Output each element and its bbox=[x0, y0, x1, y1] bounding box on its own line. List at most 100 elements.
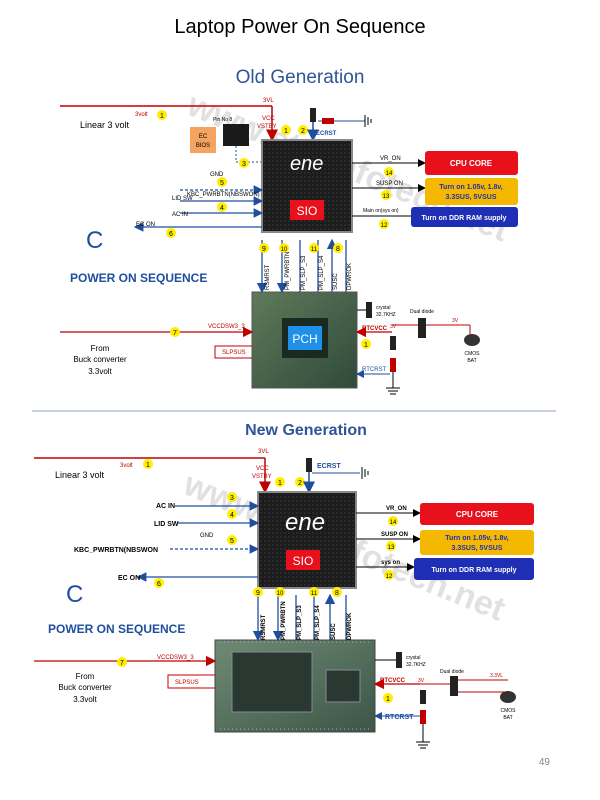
new-crystal-label: crystal bbox=[406, 655, 420, 661]
new-badge-10: 10 bbox=[275, 587, 285, 597]
new-rtc-res bbox=[420, 710, 426, 724]
new-ene-logo: ene bbox=[285, 509, 325, 536]
old-ene-logo: ene bbox=[290, 153, 323, 175]
old-from-label: From bbox=[91, 344, 110, 353]
svg-text:11: 11 bbox=[311, 247, 318, 253]
svg-text:1: 1 bbox=[146, 462, 150, 469]
old-vcc-label: VCC bbox=[262, 116, 275, 122]
old-badge-2: 2 bbox=[298, 125, 308, 135]
new-kbc-label: KBC_PWRBTN(NBSWON bbox=[74, 547, 158, 554]
old-crystal-label: crystal bbox=[376, 305, 390, 311]
new-ecrst-label: ECRST bbox=[317, 463, 341, 470]
old-rtc-cap bbox=[390, 336, 396, 350]
old-badge-10: 10 bbox=[279, 243, 289, 253]
svg-text:10: 10 bbox=[281, 247, 288, 253]
new-heading: New Generation bbox=[245, 422, 367, 439]
new-cmos-battery-icon bbox=[500, 691, 516, 703]
new-rtc-cap bbox=[420, 690, 426, 704]
old-econ-label: EC ON bbox=[136, 222, 155, 228]
old-rtcvcc-label: RTCVCC bbox=[362, 326, 388, 332]
old-pwrbtn-label: PM_PWRBTN bbox=[285, 252, 291, 290]
old-resistor bbox=[322, 118, 334, 124]
new-33vl-label: 3.3VL bbox=[490, 673, 503, 679]
svg-text:8: 8 bbox=[336, 246, 340, 253]
old-badge-13: 13 bbox=[381, 190, 391, 200]
old-slps3-label: PM_SLP_S3 bbox=[301, 255, 307, 290]
old-cpu-core-box bbox=[425, 151, 518, 175]
old-badge-7: 7 bbox=[170, 327, 180, 337]
old-pin8-label: Pin No 8 bbox=[213, 117, 232, 123]
old-bat-label: BAT bbox=[467, 358, 476, 364]
old-power-on-sequence: POWER ON SEQUENCE bbox=[70, 271, 207, 285]
old-kbc-label: KBC_PWRBTN(NBSWON) bbox=[187, 192, 260, 198]
old-ec-bios-box bbox=[190, 127, 216, 153]
old-vr-on-label: VR_ON bbox=[380, 156, 401, 162]
new-turn-on-line1: Turn on 1.05v, 1.8v, bbox=[445, 535, 508, 542]
svg-text:9: 9 bbox=[256, 590, 260, 597]
svg-text:10: 10 bbox=[277, 591, 284, 597]
old-crystal-freq: 32.7KHZ bbox=[376, 312, 396, 318]
svg-text:12: 12 bbox=[386, 574, 393, 580]
new-vstby-label: VSTBY bbox=[252, 474, 272, 480]
svg-text:13: 13 bbox=[383, 194, 390, 200]
new-from-label: From bbox=[76, 672, 95, 681]
new-badge-4: 4 bbox=[227, 509, 237, 519]
old-rsmrst-label: RSMRST bbox=[265, 264, 271, 290]
new-sys-on-label: sys on bbox=[381, 560, 400, 566]
new-badge-2: 2 bbox=[295, 477, 305, 487]
svg-text:1: 1 bbox=[364, 342, 368, 349]
new-lid-label: LID SW bbox=[154, 521, 179, 528]
new-cpu-die bbox=[231, 651, 313, 713]
svg-text:7: 7 bbox=[173, 330, 177, 337]
svg-text:11: 11 bbox=[311, 591, 318, 597]
new-dual-diode bbox=[450, 676, 458, 696]
new-3v-label: 3V bbox=[418, 678, 425, 684]
svg-text:3: 3 bbox=[230, 495, 234, 502]
new-generation-section: New Generation Linear 3 volt 3volt 1 3VL… bbox=[34, 422, 534, 749]
old-acin-label: AC IN bbox=[172, 212, 188, 218]
old-ec-label: EC bbox=[199, 134, 208, 140]
old-ddr-label: Turn on DDR RAM supply bbox=[421, 215, 506, 222]
new-rtcvcc-label: RTCVCC bbox=[380, 678, 406, 684]
new-turn-on-box bbox=[420, 530, 534, 555]
old-dual-diode-label: Dual diode bbox=[410, 309, 434, 315]
old-ddr-box bbox=[411, 207, 518, 227]
new-vr-on-label: VR_ON bbox=[386, 506, 407, 512]
old-susp-on-label: SUSP ON bbox=[376, 181, 403, 187]
old-generation-section: Old Generation Linear 3 volt 3volt 1 3VL… bbox=[60, 67, 518, 395]
new-badge-8: 8 bbox=[332, 587, 342, 597]
old-pch-box bbox=[288, 326, 322, 350]
old-badge-6: 6 bbox=[166, 228, 176, 238]
new-badge-1b: 1 bbox=[275, 477, 285, 487]
old-cmos-label: CMOS bbox=[465, 351, 481, 357]
new-power-on-sequence: POWER ON SEQUENCE bbox=[48, 622, 185, 636]
old-badge-3: 3 bbox=[239, 158, 249, 168]
old-dual-diode bbox=[418, 318, 426, 338]
old-main-on-label: Main on(sys on) bbox=[363, 208, 399, 214]
new-3vl-label: 3VL bbox=[258, 449, 269, 455]
old-3volt-label: 3volt bbox=[135, 112, 148, 118]
old-gnd-label: GND bbox=[210, 172, 224, 178]
old-dpwrok-label: DPWROK bbox=[347, 263, 353, 290]
old-3v-bat-label: 3V bbox=[452, 318, 459, 324]
svg-text:14: 14 bbox=[386, 171, 393, 177]
new-badge-11: 11 bbox=[309, 587, 319, 597]
svg-text:1: 1 bbox=[160, 113, 164, 120]
old-lid-label: LID SW bbox=[172, 196, 193, 202]
svg-text:14: 14 bbox=[390, 520, 397, 526]
old-linear-label: Linear 3 volt bbox=[80, 120, 130, 130]
new-badge-7: 7 bbox=[117, 657, 127, 667]
old-slpsus-label: SLPSUS bbox=[222, 350, 246, 356]
old-cmos-battery-icon bbox=[464, 334, 480, 346]
new-slpsus-label: SLPSUS bbox=[175, 680, 199, 686]
old-badge-14: 14 bbox=[384, 167, 394, 177]
new-buck-label: Buck converter bbox=[58, 683, 112, 692]
old-pch-label: PCH bbox=[292, 332, 317, 346]
new-dual-diode-label: Dual diode bbox=[440, 669, 464, 675]
new-badge-5: 5 bbox=[227, 535, 237, 545]
new-vccdsw-label: VCCDSW3_3 bbox=[157, 655, 194, 661]
old-buck-label: Buck converter bbox=[73, 355, 127, 364]
svg-text:6: 6 bbox=[157, 581, 161, 588]
svg-text:6: 6 bbox=[169, 231, 173, 238]
old-c-letter: C bbox=[86, 227, 103, 254]
